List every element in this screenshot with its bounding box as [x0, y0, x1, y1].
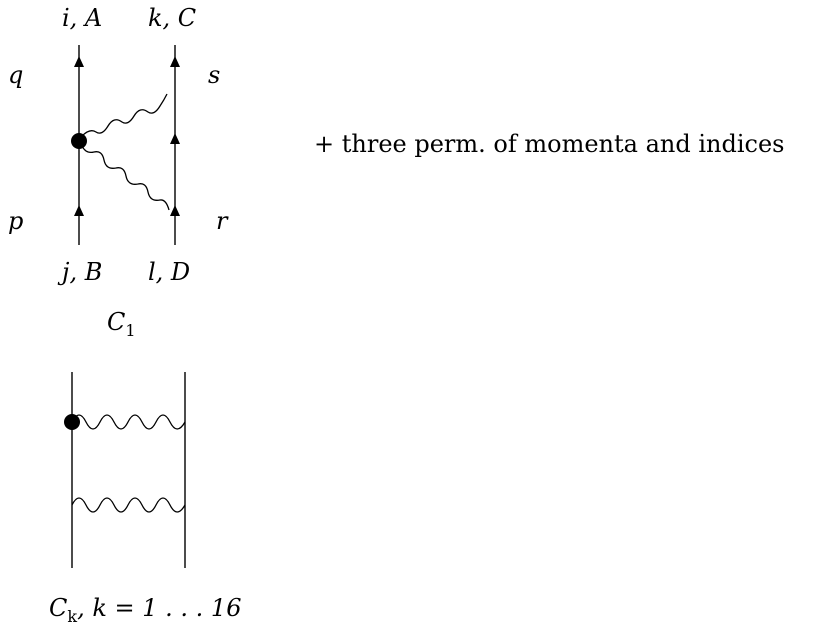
arrow-left-top [74, 56, 84, 67]
momentum-p: p [8, 207, 23, 235]
photon-line-upper [81, 93, 168, 137]
arrow-left-bottom [74, 205, 84, 216]
label-top-left: i, A [62, 4, 102, 32]
permutation-note: + three perm. of momenta and indices [314, 130, 784, 158]
label-top-right: k, C [148, 4, 196, 32]
momentum-s: s [208, 61, 220, 89]
caption-c1: C1 [107, 308, 136, 340]
vertex-dot [71, 133, 87, 149]
caption-ck: Ck, k = 1 . . . 16 [49, 594, 241, 626]
label-bottom-left: j, B [57, 258, 102, 286]
arrow-right-top [170, 56, 180, 67]
photon-line-top-2 [71, 414, 186, 430]
diagram-ck: Ck, k = 1 . . . 16 [49, 372, 241, 626]
arrow-right-middle [170, 133, 180, 144]
momentum-r: r [216, 207, 229, 235]
photon-line-lower [81, 145, 170, 211]
vertex-dot-2 [64, 414, 80, 430]
label-bottom-right: l, D [148, 258, 190, 286]
arrow-right-bottom [170, 205, 180, 216]
photon-line-bottom-2 [71, 497, 186, 513]
momentum-q: q [8, 61, 23, 89]
diagram-c1: i, A k, C q s p r j, B l, D C1 [8, 4, 229, 340]
